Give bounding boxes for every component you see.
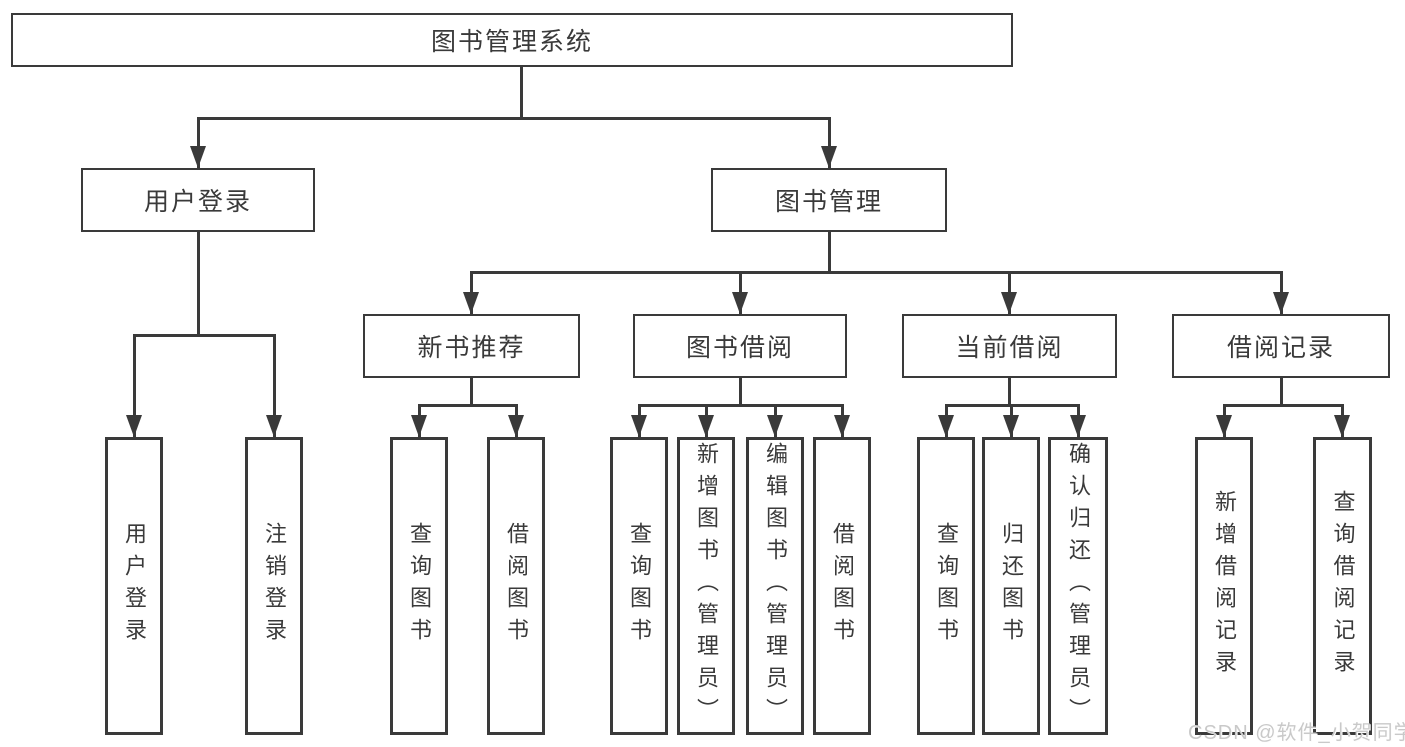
node-leaf-edit-book: 编辑图书（管理员） <box>746 437 804 735</box>
connector-line <box>520 67 523 119</box>
node-label: 注销登录 <box>262 522 287 650</box>
node-user-login: 用户登录 <box>81 168 315 232</box>
node-book-borrow: 图书借阅 <box>633 314 847 378</box>
node-label: 新书推荐 <box>417 334 526 362</box>
node-label: 查询图书 <box>407 522 432 650</box>
arrow-down-icon <box>1216 415 1232 437</box>
connector-line <box>133 334 136 437</box>
node-leaf-user-login: 用户登录 <box>105 437 163 735</box>
node-label: 用户登录 <box>122 522 147 650</box>
node-label: 当前借阅 <box>955 334 1064 362</box>
node-leaf-add-record: 新增借阅记录 <box>1195 437 1253 735</box>
node-leaf-borrow-book-2: 借阅图书 <box>813 437 871 735</box>
connector-line <box>828 117 831 168</box>
node-label: 归还图书 <box>999 522 1024 650</box>
node-label: 图书管理系统 <box>430 28 593 56</box>
node-leaf-borrow-book-1: 借阅图书 <box>487 437 545 735</box>
connector-line <box>197 232 200 336</box>
connector-line <box>1280 378 1283 406</box>
arrow-down-icon <box>1003 415 1019 437</box>
arrow-down-icon <box>266 415 282 437</box>
connector-line <box>739 378 742 406</box>
node-label: 图书管理 <box>774 188 883 216</box>
node-label: 用户登录 <box>143 188 252 216</box>
node-label: 借阅图书 <box>504 522 529 650</box>
arrow-down-icon <box>1334 415 1350 437</box>
arrow-down-icon <box>1070 415 1086 437</box>
arrow-down-icon <box>631 415 647 437</box>
node-current-borrow: 当前借阅 <box>902 314 1117 378</box>
arrow-down-icon <box>508 415 524 437</box>
connector-line <box>133 334 276 337</box>
node-leaf-add-book: 新增图书（管理员） <box>677 437 735 735</box>
arrow-down-icon <box>126 415 142 437</box>
node-label: 新增借阅记录 <box>1212 490 1237 682</box>
node-book-management: 图书管理 <box>711 168 947 232</box>
connector-line <box>1223 404 1344 407</box>
node-leaf-return-book: 归还图书 <box>982 437 1040 735</box>
connector-line <box>638 404 844 407</box>
node-leaf-query-record: 查询借阅记录 <box>1313 437 1372 735</box>
arrow-down-icon <box>1001 292 1017 314</box>
node-label: 查询图书 <box>627 522 652 650</box>
arrow-down-icon <box>1273 292 1289 314</box>
arrow-down-icon <box>463 292 479 314</box>
arrow-down-icon <box>834 415 850 437</box>
node-leaf-logout: 注销登录 <box>245 437 303 735</box>
arrow-down-icon <box>938 415 954 437</box>
node-borrow-records: 借阅记录 <box>1172 314 1390 378</box>
node-leaf-query-book-1: 查询图书 <box>390 437 448 735</box>
arrow-down-icon <box>821 146 837 168</box>
node-label: 新增图书（管理员） <box>694 442 719 730</box>
connector-line <box>828 232 831 273</box>
node-leaf-query-book-2: 查询图书 <box>610 437 668 735</box>
node-label: 图书借阅 <box>685 334 794 362</box>
node-label: 编辑图书（管理员） <box>763 442 788 730</box>
node-leaf-confirm-return: 确认归还（管理员） <box>1048 437 1108 735</box>
arrow-down-icon <box>190 146 206 168</box>
node-label: 借阅记录 <box>1226 334 1335 362</box>
arrow-down-icon <box>767 415 783 437</box>
connector-line <box>470 378 473 406</box>
node-label: 查询借阅记录 <box>1330 490 1356 682</box>
arrow-down-icon <box>732 292 748 314</box>
connector-line <box>273 334 276 437</box>
connector-line <box>1008 378 1011 406</box>
connector-line <box>197 117 831 120</box>
watermark-text: CSDN @软件_小贺同学 <box>1188 722 1405 744</box>
node-leaf-query-book-3: 查询图书 <box>917 437 975 735</box>
node-new-book-recommend: 新书推荐 <box>363 314 580 378</box>
node-library-system: 图书管理系统 <box>11 13 1013 67</box>
node-label: 确认归还（管理员） <box>1066 442 1091 730</box>
arrow-down-icon <box>698 415 714 437</box>
connector-line <box>197 117 200 168</box>
connector-line <box>418 404 518 407</box>
node-label: 查询图书 <box>934 522 959 650</box>
connector-line <box>470 271 1283 274</box>
node-label: 借阅图书 <box>830 522 855 650</box>
arrow-down-icon <box>411 415 427 437</box>
